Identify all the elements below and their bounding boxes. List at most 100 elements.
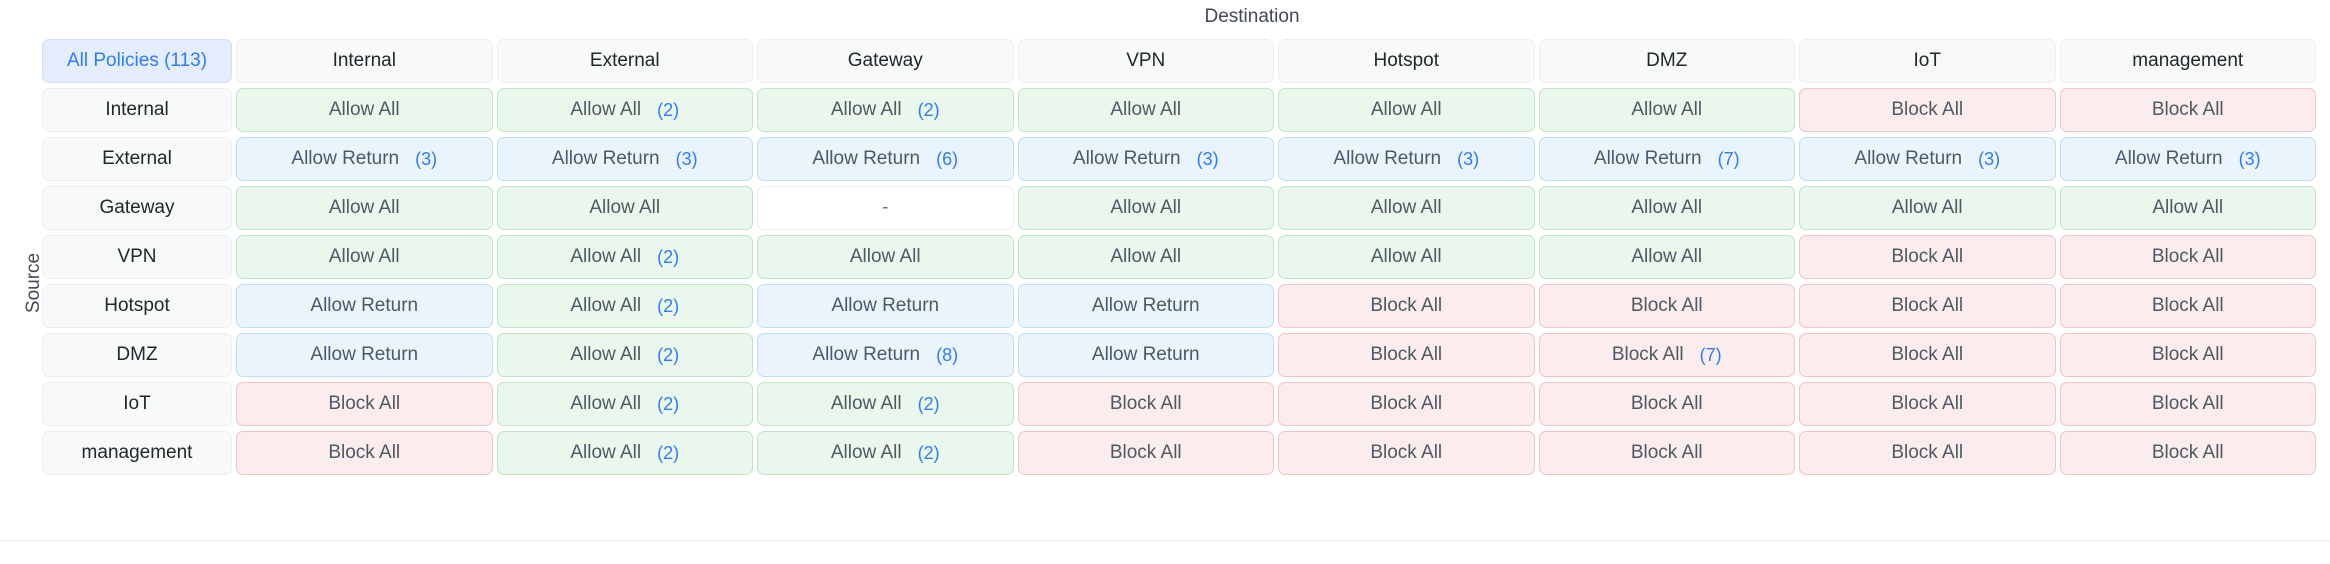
policy-cell-management-to-dmz[interactable]: Block All <box>1538 431 1795 475</box>
policy-cell-label: Block All <box>1891 295 1964 316</box>
policy-cell-label: Allow Return <box>2114 148 2223 169</box>
policy-cell-hotspot-to-hotspot[interactable]: Block All <box>1278 284 1535 328</box>
policy-cell-management-to-gateway[interactable]: Allow All(2) <box>757 431 1014 475</box>
policy-cell-management-to-iot[interactable]: Block All <box>1799 431 2056 475</box>
policy-cell-count: (2) <box>917 393 940 414</box>
policy-cell-vpn-to-hotspot[interactable]: Allow All <box>1278 235 1535 279</box>
policy-cell-vpn-to-external[interactable]: Allow All(2) <box>496 235 753 279</box>
policy-cell-dmz-to-gateway[interactable]: Allow Return(8) <box>757 333 1014 377</box>
policy-cell-label: Block All <box>1630 393 1703 414</box>
all-policies-button[interactable]: All Policies (113) <box>42 39 232 83</box>
policy-cell-iot-to-iot[interactable]: Block All <box>1799 382 2056 426</box>
policy-cell-management-to-internal[interactable]: Block All <box>236 431 493 475</box>
policy-cell-label: Block All <box>1891 246 1964 267</box>
policy-cell-management-to-vpn[interactable]: Block All <box>1017 431 1274 475</box>
row-header-gateway[interactable]: Gateway <box>42 186 232 230</box>
column-header-management[interactable]: management <box>2059 39 2316 83</box>
policy-cell-vpn-to-gateway[interactable]: Allow All <box>757 235 1014 279</box>
policy-cell-hotspot-to-vpn[interactable]: Allow Return <box>1017 284 1274 328</box>
policy-cell-gateway-to-vpn[interactable]: Allow All <box>1017 186 1274 230</box>
policy-cell-hotspot-to-dmz[interactable]: Block All <box>1538 284 1795 328</box>
policy-cell-external-to-internal[interactable]: Allow Return(3) <box>236 137 493 181</box>
policy-cell-vpn-to-internal[interactable]: Allow All <box>236 235 493 279</box>
policy-cell-label: Allow Return <box>1091 344 1200 365</box>
row-header-management[interactable]: management <box>42 431 232 475</box>
policy-cell-label: Allow All <box>830 393 902 414</box>
policy-cell-dmz-to-hotspot[interactable]: Block All <box>1278 333 1535 377</box>
column-header-vpn[interactable]: VPN <box>1017 39 1274 83</box>
column-header-gateway[interactable]: Gateway <box>757 39 1014 83</box>
policy-cell-iot-to-external[interactable]: Allow All(2) <box>496 382 753 426</box>
policy-cell-dmz-to-external[interactable]: Allow All(2) <box>496 333 753 377</box>
policy-cell-external-to-hotspot[interactable]: Allow Return(3) <box>1278 137 1535 181</box>
policy-cell-dmz-to-vpn[interactable]: Allow Return <box>1017 333 1274 377</box>
policy-cell-label: Allow All <box>570 246 642 267</box>
policy-cell-label: Block All <box>1370 393 1443 414</box>
column-header-internal[interactable]: Internal <box>236 39 493 83</box>
column-header-iot[interactable]: IoT <box>1799 39 2056 83</box>
policy-cell-iot-to-vpn[interactable]: Block All <box>1017 382 1274 426</box>
policy-cell-hotspot-to-external[interactable]: Allow All(2) <box>496 284 753 328</box>
policy-cell-dmz-to-dmz[interactable]: Block All(7) <box>1538 333 1795 377</box>
policy-cell-internal-to-external[interactable]: Allow All(2) <box>496 88 753 132</box>
policy-cell-external-to-management[interactable]: Allow Return(3) <box>2059 137 2316 181</box>
policy-cell-gateway-to-gateway[interactable]: - <box>757 186 1014 230</box>
column-header-external[interactable]: External <box>496 39 753 83</box>
policy-cell-internal-to-gateway[interactable]: Allow All(2) <box>757 88 1014 132</box>
policy-cell-internal-to-management[interactable]: Block All <box>2059 88 2316 132</box>
policy-cell-internal-to-hotspot[interactable]: Allow All <box>1278 88 1535 132</box>
policy-cell-management-to-hotspot[interactable]: Block All <box>1278 431 1535 475</box>
policy-cell-hotspot-to-iot[interactable]: Block All <box>1799 284 2056 328</box>
row-header-dmz[interactable]: DMZ <box>42 333 232 377</box>
policy-cell-internal-to-dmz[interactable]: Allow All <box>1538 88 1795 132</box>
policy-cell-hotspot-to-management[interactable]: Block All <box>2059 284 2316 328</box>
column-header-dmz[interactable]: DMZ <box>1538 39 1795 83</box>
policy-cell-external-to-gateway[interactable]: Allow Return(6) <box>757 137 1014 181</box>
policy-cell-external-to-external[interactable]: Allow Return(3) <box>496 137 753 181</box>
policy-cell-count: (2) <box>917 99 940 120</box>
policy-cell-iot-to-management[interactable]: Block All <box>2059 382 2316 426</box>
policy-cell-dmz-to-management[interactable]: Block All <box>2059 333 2316 377</box>
policy-cell-internal-to-internal[interactable]: Allow All <box>236 88 493 132</box>
policy-cell-gateway-to-dmz[interactable]: Allow All <box>1538 186 1795 230</box>
row-header-internal[interactable]: Internal <box>42 88 232 132</box>
policy-cell-iot-to-gateway[interactable]: Allow All (2) <box>757 382 1014 426</box>
policy-cell-dmz-to-iot[interactable]: Block All <box>1799 333 2056 377</box>
policy-cell-gateway-to-internal[interactable]: Allow All <box>236 186 493 230</box>
policy-cell-gateway-to-management[interactable]: Allow All <box>2059 186 2316 230</box>
policy-cell-label: Allow All <box>2152 197 2224 218</box>
policy-cell-iot-to-hotspot[interactable]: Block All <box>1278 382 1535 426</box>
row-header-external[interactable]: External <box>42 137 232 181</box>
policy-cell-vpn-to-iot[interactable]: Block All <box>1799 235 2056 279</box>
policy-cell-internal-to-iot[interactable]: Block All <box>1799 88 2056 132</box>
policy-cell-label: Allow Return <box>551 148 660 169</box>
policy-cell-vpn-to-dmz[interactable]: Allow All <box>1538 235 1795 279</box>
policy-cell-external-to-dmz[interactable]: Allow Return(7) <box>1538 137 1795 181</box>
row-header-vpn[interactable]: VPN <box>42 235 232 279</box>
column-header-hotspot[interactable]: Hotspot <box>1278 39 1535 83</box>
policy-cell-label: Allow All <box>1110 246 1182 267</box>
policy-cell-gateway-to-external[interactable]: Allow All <box>496 186 753 230</box>
policy-cell-internal-to-vpn[interactable]: Allow All <box>1017 88 1274 132</box>
policy-cell-gateway-to-iot[interactable]: Allow All <box>1799 186 2056 230</box>
row-header-iot[interactable]: IoT <box>42 382 232 426</box>
policy-cell-external-to-vpn[interactable]: Allow Return(3) <box>1017 137 1274 181</box>
policy-cell-hotspot-to-internal[interactable]: Allow Return <box>236 284 493 328</box>
policy-cell-iot-to-dmz[interactable]: Block All <box>1538 382 1795 426</box>
policy-cell-iot-to-internal[interactable]: Block All <box>236 382 493 426</box>
policy-cell-label: Block All <box>1109 393 1182 414</box>
policy-cell-label: Block All <box>1611 344 1684 365</box>
policy-cell-dmz-to-internal[interactable]: Allow Return <box>236 333 493 377</box>
row-header-hotspot[interactable]: Hotspot <box>42 284 232 328</box>
policy-cell-hotspot-to-gateway[interactable]: Allow Return <box>757 284 1014 328</box>
policy-cell-management-to-management[interactable]: Block All <box>2059 431 2316 475</box>
policy-cell-external-to-iot[interactable]: Allow Return(3) <box>1799 137 2056 181</box>
policy-cell-management-to-external[interactable]: Allow All(2) <box>496 431 753 475</box>
policy-cell-vpn-to-vpn[interactable]: Allow All <box>1017 235 1274 279</box>
policy-cell-vpn-to-management[interactable]: Block All <box>2059 235 2316 279</box>
policy-cell-gateway-to-hotspot[interactable]: Allow All <box>1278 186 1535 230</box>
